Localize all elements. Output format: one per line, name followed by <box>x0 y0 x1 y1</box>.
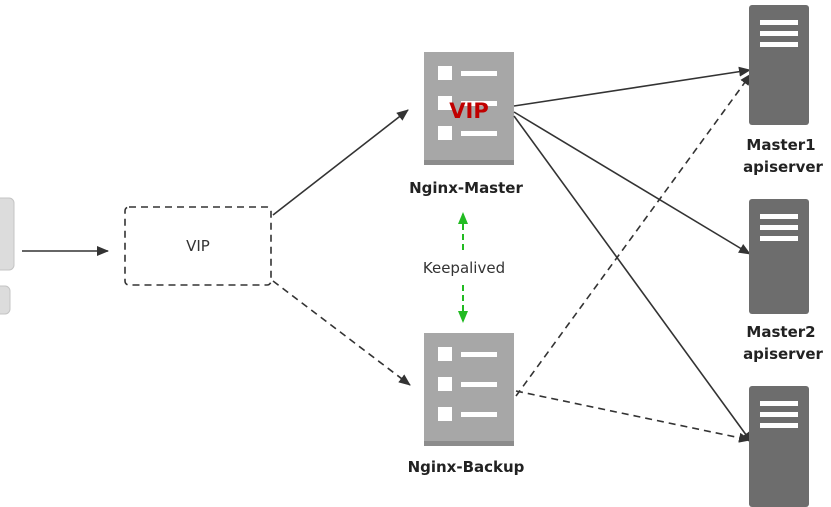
vip-to-backup-arrow <box>272 280 411 386</box>
nginx-backup-node: Nginx-Backup <box>408 333 525 476</box>
server1-role: apiserver <box>743 158 823 176</box>
server2-name: Master2 <box>746 323 815 341</box>
nginx-master-label: Nginx-Master <box>409 179 523 197</box>
master-to-server2-arrow <box>513 111 751 255</box>
master-to-server3-arrow <box>513 115 753 444</box>
server2-role: apiserver <box>743 345 823 363</box>
server-icon-1: Master1 apiserver <box>743 5 824 176</box>
vip-box-label: VIP <box>186 237 210 255</box>
nginx-backup-label: Nginx-Backup <box>408 458 525 476</box>
backup-to-server1-arrow <box>515 73 752 397</box>
client-icon <box>0 197 15 315</box>
keepalived-label: Keepalived <box>423 259 505 277</box>
backup-to-server3-arrow <box>515 390 751 443</box>
server-icon-2: Master2 apiserver <box>743 199 824 363</box>
vip-box: VIP <box>124 206 272 286</box>
server-icon-3 <box>749 386 809 507</box>
server1-name: Master1 <box>746 136 815 154</box>
master-to-server1-arrow <box>513 66 751 107</box>
vip-to-master-arrow <box>272 109 409 216</box>
nginx-master-node: VIP Nginx-Master <box>409 52 523 197</box>
keepalived-link: Keepalived <box>423 212 505 323</box>
nginx-master-vip-badge: VIP <box>449 99 488 123</box>
